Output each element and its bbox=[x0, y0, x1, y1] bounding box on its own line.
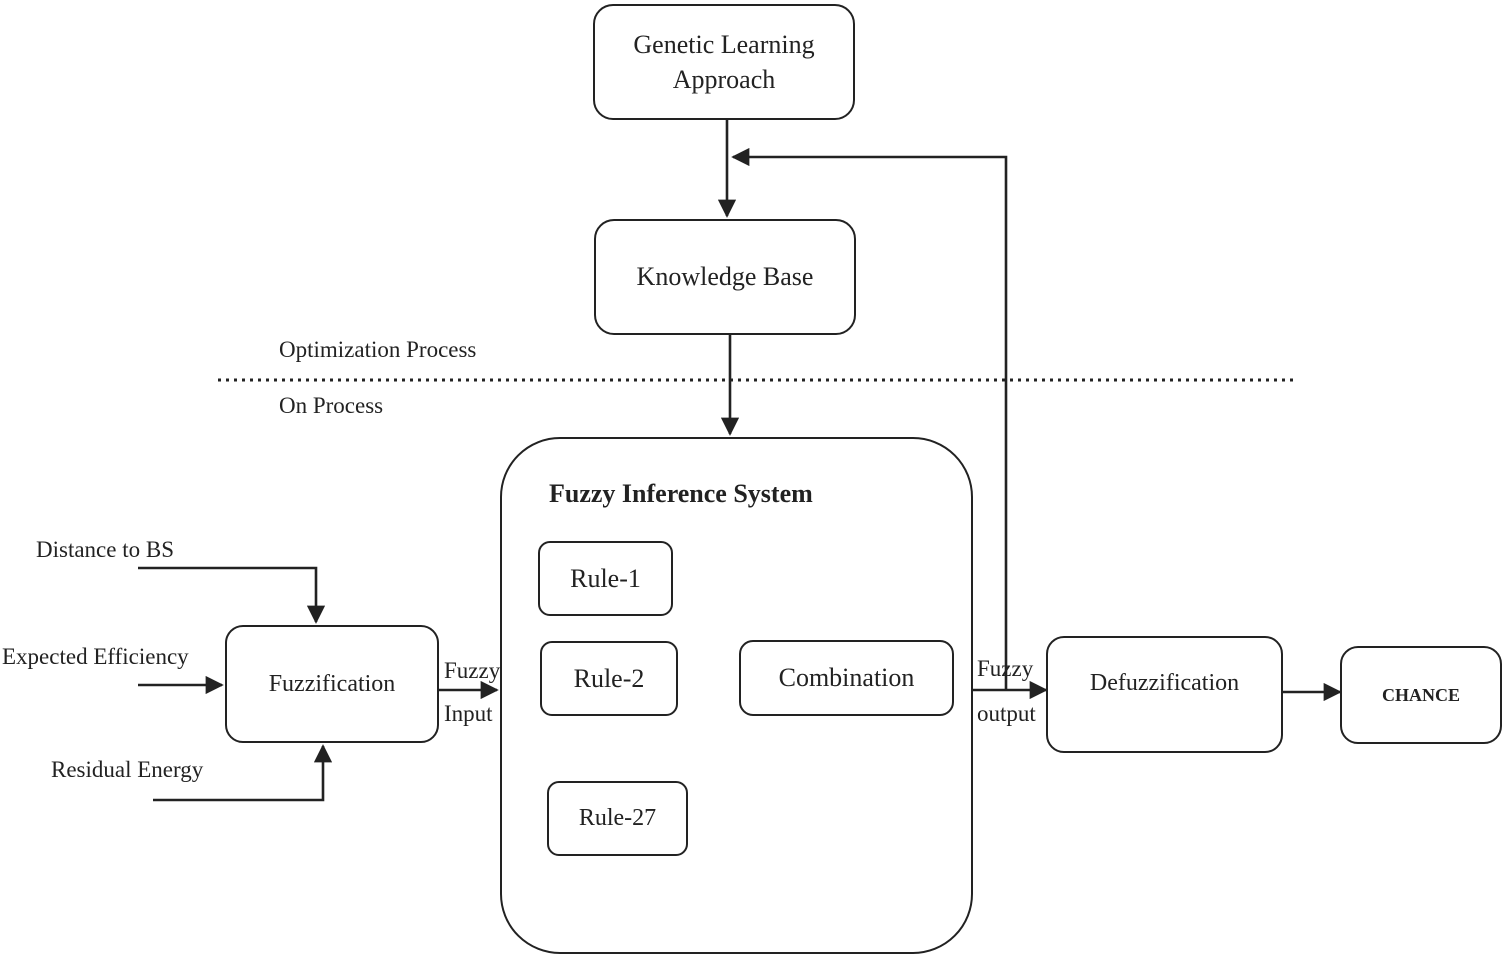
rule-2-label: Rule-2 bbox=[573, 663, 645, 693]
residual-energy-label: Residual Energy bbox=[51, 757, 204, 782]
on-process-label: On Process bbox=[279, 393, 384, 418]
fuzzification-label: Fuzzification bbox=[268, 670, 396, 697]
fuzzy-input-label-line2: Input bbox=[444, 701, 493, 726]
rule-27-node: Rule-27 bbox=[547, 781, 688, 856]
fuzzy-output-label-line1: Fuzzy bbox=[977, 656, 1034, 681]
knowledge-base-label: Knowledge Base bbox=[636, 262, 814, 292]
rule-27-label: Rule-27 bbox=[578, 805, 657, 832]
combination-label: Combination bbox=[778, 663, 915, 693]
expected-efficiency-label: Expected Efficiency bbox=[2, 644, 189, 669]
fuzzy-input-label-line1: Fuzzy bbox=[444, 658, 501, 683]
distance-to-bs-label: Distance to BS bbox=[36, 537, 174, 562]
edge-energy-to-fuzzification bbox=[153, 744, 333, 802]
rule-1-label: Rule-1 bbox=[570, 563, 641, 593]
edge-distance-to-fuzzification bbox=[138, 566, 326, 624]
chance-label: CHANCE bbox=[1381, 684, 1460, 705]
defuzzification-node: Defuzzification bbox=[1046, 636, 1283, 753]
optimization-process-label: Optimization Process bbox=[279, 337, 477, 362]
chance-node: CHANCE bbox=[1340, 646, 1502, 744]
rule-1-node: Rule-1 bbox=[538, 541, 673, 616]
rule-2-node: Rule-2 bbox=[540, 641, 678, 716]
combination-node: Combination bbox=[739, 640, 954, 716]
knowledge-base-node: Knowledge Base bbox=[594, 219, 856, 335]
genetic-learning-label: Genetic Learning Approach bbox=[633, 29, 815, 94]
genetic-learning-node: Genetic Learning Approach bbox=[593, 4, 855, 120]
fuzzy-inference-system-title: Fuzzy Inference System bbox=[549, 479, 813, 508]
edge-feedback bbox=[731, 147, 1008, 690]
fuzzification-node: Fuzzification bbox=[225, 625, 439, 743]
defuzzification-label: Defuzzification bbox=[1089, 670, 1240, 697]
fuzzy-output-label-line2: output bbox=[977, 701, 1036, 726]
